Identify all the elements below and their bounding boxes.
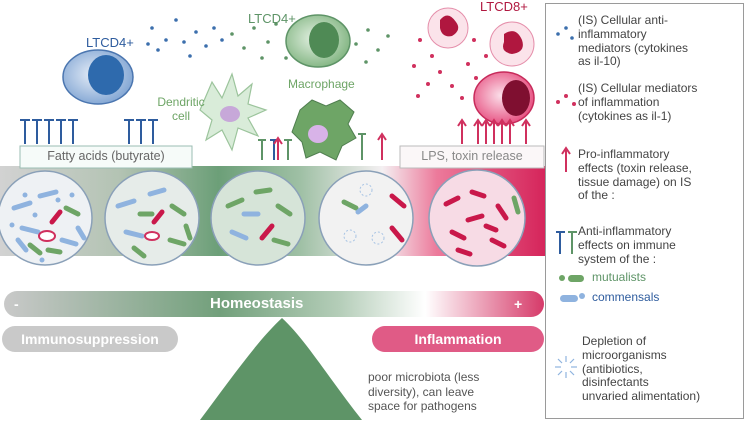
microbiota-circle-2	[104, 170, 200, 266]
label-inflammation: Inflammation	[414, 331, 502, 347]
legend-depletion: Depletion of microorganisms (antibiotics…	[582, 334, 701, 404]
label-ltcd4-top: LTCD4+	[248, 11, 296, 26]
legend-depletion-icon	[555, 356, 577, 378]
ltcd4-cell-top	[285, 14, 351, 68]
legend-commensals: commensals	[592, 290, 660, 304]
microbiota-circle-3	[210, 170, 306, 266]
legend-symbols	[555, 26, 585, 378]
ltcd8-cells	[427, 7, 535, 125]
legend-mutualists: mutualists	[592, 270, 647, 284]
dendritic-cell	[199, 72, 268, 152]
pro-inflammatory-effects	[457, 118, 531, 144]
anti-inflammatory-mediators	[146, 18, 224, 58]
inflammation-pill	[372, 326, 544, 352]
legend-pro-mediators: (IS) Cellular mediators of inflammation …	[578, 81, 698, 123]
microbiota-circle-4	[318, 170, 414, 266]
legend-anti-effects: Anti-inflammatory effects on immune syst…	[578, 224, 676, 266]
lps-box	[399, 145, 545, 169]
legend-commensals-icon	[560, 293, 585, 302]
legend-anti-effects-icon	[556, 231, 577, 254]
legend-pro-effects: Pro-inflammatory effects (toxin release,…	[578, 147, 692, 203]
homeostasis-mountain	[200, 318, 362, 420]
label-homeostasis: Homeostasis	[210, 295, 304, 312]
label-ltcd4-left: LTCD4+	[86, 35, 134, 50]
inflammation-mediators	[412, 38, 488, 100]
label-dendritic-cell: Dendritic cell	[157, 95, 205, 123]
fatty-acids-box	[19, 145, 193, 169]
legend-pro-effects-icon	[561, 146, 571, 172]
legend-anti-mediators: (IS) Cellular anti- inflammatory mediato…	[578, 13, 689, 69]
microbiota-circle-1	[0, 170, 93, 266]
homeostasis-bar	[4, 291, 544, 317]
legend-anti-mediators-icon	[556, 26, 574, 40]
microbiota-circle-5	[428, 169, 526, 267]
label-fatty-acids: Fatty acids (butyrate)	[47, 149, 165, 163]
macrophage-cell	[291, 99, 357, 161]
label-immunosuppression: Immunosuppression	[21, 331, 159, 347]
legend-mutualists-icon	[559, 275, 584, 282]
anti-inflammatory-effects-left	[20, 119, 158, 144]
label-ltcd8: LTCD8+	[480, 0, 528, 14]
label-poor-microbiota: poor microbiota (less diversity), can le…	[368, 370, 480, 414]
label-bar-minus: -	[14, 296, 19, 312]
label-bar-plus: +	[514, 296, 523, 312]
legend-pro-mediators-icon	[556, 94, 576, 106]
label-lps: LPS, toxin release	[421, 149, 523, 163]
ltcd4-cell-left	[62, 49, 134, 105]
immunosuppression-pill	[2, 326, 178, 352]
effects-middle	[258, 132, 387, 160]
anti-inflammatory-mediators-green	[230, 22, 390, 64]
label-macrophage: Macrophage	[288, 77, 355, 91]
